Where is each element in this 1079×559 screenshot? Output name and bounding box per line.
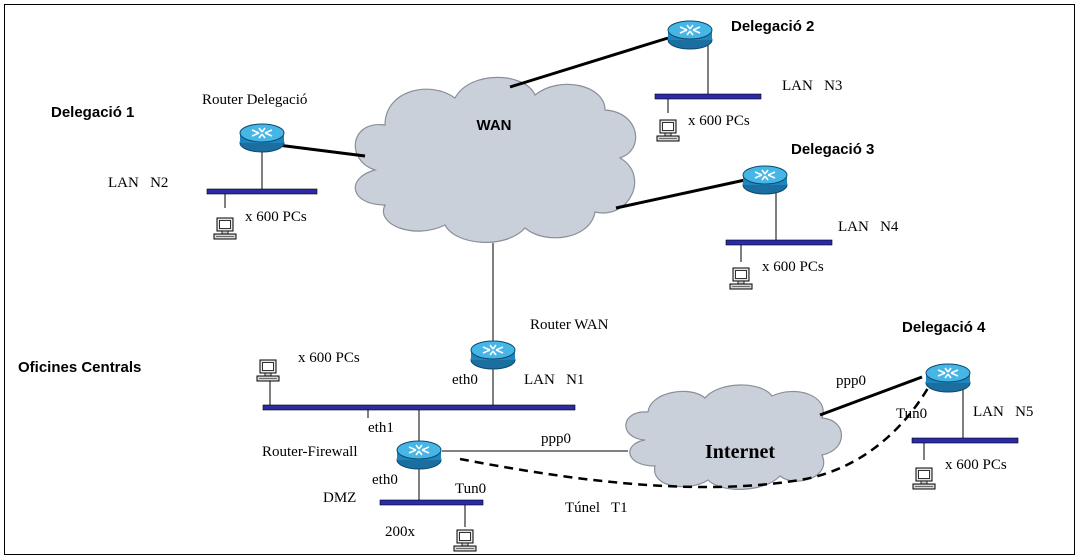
wan-label: WAN bbox=[477, 117, 512, 134]
router-delegacio-icon bbox=[239, 123, 285, 153]
pc-n5-icon bbox=[912, 467, 936, 490]
internet-label: Internet bbox=[705, 441, 775, 463]
router-wan-icon bbox=[470, 340, 516, 370]
router-firewall-label: Router-Firewall bbox=[262, 444, 358, 460]
pcs-n1-label: x 600 PCs bbox=[298, 350, 360, 366]
vpn-tunnel-t1 bbox=[459, 380, 934, 489]
lan-n2-bus bbox=[206, 188, 318, 195]
lan-n3-label: LAN N3 bbox=[782, 78, 842, 94]
router-firewall-icon bbox=[396, 440, 442, 470]
lan-n5-label: LAN N5 bbox=[973, 404, 1033, 420]
pcs-n5-label: x 600 PCs bbox=[945, 457, 1007, 473]
router-delegacio2-icon bbox=[667, 20, 713, 50]
router-delegacio3-icon bbox=[742, 165, 788, 195]
link-delegacio2-wan bbox=[509, 36, 669, 89]
internet-cloud bbox=[625, 384, 843, 490]
iface-ppp0-delegacio4: ppp0 bbox=[836, 373, 866, 389]
lan-n3-bus bbox=[654, 93, 762, 100]
router-delegacio-label: Router Delegació bbox=[202, 92, 307, 108]
pc-n4-icon bbox=[729, 267, 753, 290]
site-delegacio1: Delegació 1 bbox=[51, 104, 134, 121]
iface-eth1-firewall: eth1 bbox=[368, 420, 394, 436]
pc-n1-icon bbox=[256, 359, 280, 382]
router-delegacio4-icon bbox=[925, 363, 971, 393]
lan-n1-label: LAN N1 bbox=[524, 372, 584, 388]
iface-tun0-firewall: Tun0 bbox=[455, 481, 486, 497]
site-delegacio2: Delegació 2 bbox=[731, 18, 814, 35]
site-delegacio4: Delegació 4 bbox=[902, 319, 986, 336]
wan-cloud bbox=[354, 76, 637, 243]
dmz-hosts-label: 200x bbox=[385, 524, 416, 540]
tunnel-t1-label: Túnel T1 bbox=[565, 500, 628, 516]
iface-eth0-firewall: eth0 bbox=[372, 472, 398, 488]
iface-tun0-delegacio4: Tun0 bbox=[896, 406, 927, 422]
diagram-frame bbox=[4, 4, 1075, 555]
lan-n4-label: LAN N4 bbox=[838, 219, 899, 235]
lan-n4-bus bbox=[725, 239, 833, 246]
iface-ppp0-firewall: ppp0 bbox=[541, 431, 571, 447]
iface-eth0-routerwan: eth0 bbox=[452, 372, 478, 388]
router-wan-label: Router WAN bbox=[530, 317, 609, 333]
pcs-n4-label: x 600 PCs bbox=[762, 259, 824, 275]
lan-n2-label: LAN N2 bbox=[108, 175, 168, 191]
pc-n3-icon bbox=[656, 119, 680, 142]
pcs-n2-label: x 600 PCs bbox=[245, 209, 307, 225]
dmz-label: DMZ bbox=[323, 490, 356, 506]
dmz-bus bbox=[379, 499, 484, 506]
link-delegacio3-wan bbox=[615, 178, 746, 210]
site-delegacio3: Delegació 3 bbox=[791, 141, 874, 158]
link-delegacio4-internet bbox=[819, 375, 923, 417]
lan-n5-bus bbox=[911, 437, 1019, 444]
site-oficines-centrals: Oficines Centrals bbox=[18, 359, 141, 376]
pcs-n3-label: x 600 PCs bbox=[688, 113, 750, 129]
pc-dmz-icon bbox=[453, 529, 477, 552]
pc-n2-icon bbox=[213, 217, 237, 240]
lan-n1-bus bbox=[262, 404, 576, 411]
